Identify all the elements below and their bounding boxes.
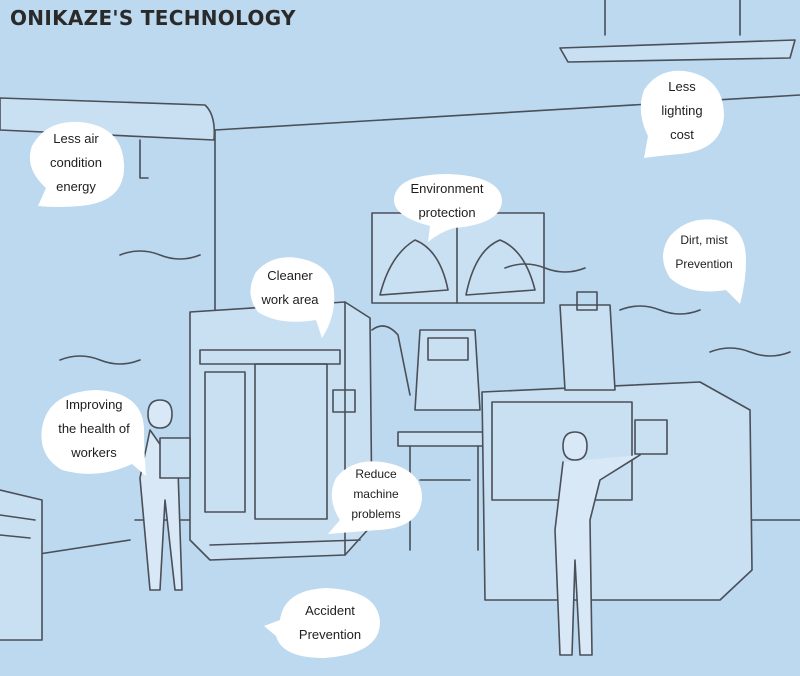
window [371, 212, 545, 304]
bubble-line: Accident [305, 603, 355, 618]
spindle-head [559, 304, 616, 391]
bubble-line: Dirt, mist [680, 233, 728, 247]
lamp-cables [604, 0, 741, 36]
window-tree-left [379, 239, 449, 296]
bubble-environment-protection: Environment protection [388, 170, 506, 246]
carried-box [159, 437, 191, 479]
bubble-line: workers [71, 445, 117, 460]
brand-logo: ONIKAZE'S TECHNOLOGY [10, 6, 296, 30]
work-table [397, 431, 489, 447]
bubble-line: cost [670, 127, 694, 142]
worker-right [554, 431, 641, 656]
bubble-reduce-machine-problems: Reduce machine problems [326, 458, 426, 538]
bubble-line: condition [49, 155, 103, 170]
bubble-less-air-condition-energy: Less air condition energy [24, 118, 128, 216]
machine-door-left [204, 371, 246, 513]
bubble-line: Improving [65, 397, 123, 412]
ac-bracket [139, 139, 149, 179]
worker-left [139, 399, 183, 591]
bubble-dirt-mist-prevention: Dirt, mist Prevention [660, 216, 748, 308]
bubble-line: protection [418, 205, 476, 220]
bubble-line: Reduce [355, 467, 397, 481]
cabinet-left [0, 489, 43, 641]
bubble-line: problems [351, 507, 401, 521]
machine-panel [332, 389, 356, 413]
bubble-line: the health of [58, 421, 130, 436]
mist-wave [709, 347, 791, 357]
bubble-line: Prevention [298, 627, 362, 642]
bubble-improving-health-of-workers: Improving the health of workers [38, 386, 150, 484]
control-panel [634, 419, 668, 455]
mist-wave [59, 355, 141, 365]
bubble-less-lighting-cost: Less lighting cost [636, 66, 728, 162]
bubble-line: energy [56, 179, 96, 194]
bubble-line: work area [261, 292, 319, 307]
bubble-line: Prevention [675, 257, 733, 271]
bubble-cleaner-work-area: Cleaner work area [244, 254, 336, 340]
ceiling-lamp [559, 39, 796, 63]
drill-press [414, 329, 481, 411]
mist-wave [504, 263, 586, 273]
mist-wave [619, 305, 701, 315]
window-tree-right [465, 239, 536, 296]
cnc-machine-right [481, 381, 753, 601]
bubble-line: Cleaner [267, 268, 313, 283]
bubble-line: Less [668, 79, 696, 94]
bubble-line: machine [353, 487, 399, 501]
mist-wave [119, 250, 201, 260]
bubble-accident-prevention: Accident Prevention [262, 584, 384, 662]
bubble-line: lighting [661, 103, 703, 118]
bubble-line: Environment [410, 181, 484, 196]
machine-door-right [254, 363, 328, 520]
bubble-line: Less air [53, 131, 99, 146]
coolant-pipe [371, 325, 411, 396]
